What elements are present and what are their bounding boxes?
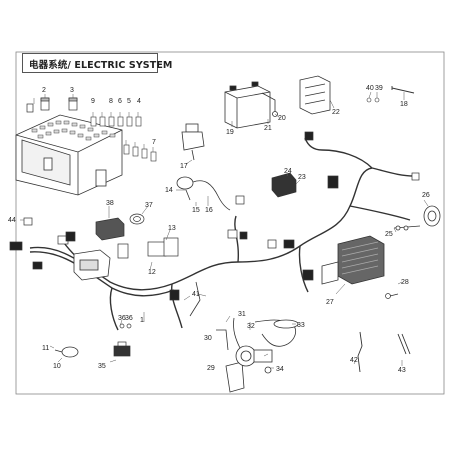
callout-22: 22 [332, 109, 340, 116]
callout-11: 11 [42, 345, 49, 352]
callout-30: 30 [204, 335, 212, 342]
callout-27: 27 [326, 299, 334, 306]
clip-44 [23, 217, 33, 226]
callout-32: 32 [247, 323, 255, 330]
starter-relay [73, 249, 111, 281]
callout-40: 40 [366, 85, 374, 92]
callout-41: 41 [192, 291, 200, 298]
callout-21: 21 [264, 125, 272, 132]
callout-36: 36 [125, 315, 133, 322]
callout-38: 38 [106, 200, 114, 207]
callout-34: 34 [276, 366, 284, 373]
callout-23: 23 [298, 174, 306, 181]
callout-10: 10 [53, 363, 61, 370]
voltage-regulator [321, 235, 385, 285]
relay-parts [26, 97, 78, 113]
harness-connectors [9, 131, 420, 301]
callout-36b: 36 [118, 315, 126, 322]
callout-24: 24 [284, 168, 292, 175]
strap [391, 86, 415, 94]
title-box: 电器系统/ ELECTRIC SYSTEM [22, 53, 172, 73]
small-bolts [366, 97, 380, 103]
wiring-harness [29, 137, 415, 331]
sensor-group [176, 176, 231, 211]
callout-12: 12 [148, 269, 156, 276]
callout-15: 15 [192, 207, 200, 214]
callout-28: 28 [401, 279, 409, 286]
callout-9: 9 [91, 98, 95, 105]
callout-14: 14 [165, 187, 173, 194]
callout-1: 1 [140, 317, 144, 324]
callout-42: 42 [350, 357, 358, 364]
fuse-row [90, 116, 157, 162]
callout-33: 33 [297, 322, 305, 329]
callout-13: 13 [168, 225, 176, 232]
callout-7: 7 [152, 139, 156, 146]
cable-clip [54, 346, 79, 358]
callout-29: 29 [207, 365, 215, 372]
plug-35 [113, 323, 132, 357]
callout-20: 20 [278, 115, 286, 122]
horn-assembly [393, 205, 441, 231]
callout-43: 43 [398, 367, 406, 374]
diagram-title: 电器系统/ ELECTRIC SYSTEM [29, 60, 173, 71]
callout-25: 25 [385, 231, 393, 238]
callout-4: 4 [137, 98, 141, 105]
callout-5: 5 [127, 98, 131, 105]
fuse-box [15, 114, 123, 196]
callout-31: 31 [238, 311, 246, 318]
callout-37: 37 [145, 202, 153, 209]
callout-26: 26 [422, 192, 430, 199]
callout-44: 44 [8, 217, 16, 224]
battery-bracket [299, 75, 331, 115]
callout-39: 39 [375, 85, 383, 92]
callout-6: 6 [118, 98, 122, 105]
callout-labels: 1 2 3 4 5 6 7 8 9 10 11 12 13 14 15 16 1… [8, 85, 430, 374]
leader-lines [20, 91, 429, 369]
callout-17: 17 [180, 163, 188, 170]
tools [357, 331, 411, 373]
ignition-switch [181, 123, 205, 161]
callout-2: 2 [42, 87, 46, 94]
relay-bank [95, 213, 179, 259]
callout-3: 3 [70, 87, 74, 94]
ecu-module [271, 172, 297, 198]
starter-solenoid [216, 317, 299, 393]
callout-8: 8 [109, 98, 113, 105]
battery [224, 81, 278, 129]
callout-16: 16 [205, 207, 213, 214]
callout-35: 35 [98, 363, 106, 370]
lead-41 [189, 281, 201, 317]
bolt-28 [385, 293, 399, 299]
callout-18: 18 [400, 101, 408, 108]
callout-19: 19 [226, 129, 234, 136]
